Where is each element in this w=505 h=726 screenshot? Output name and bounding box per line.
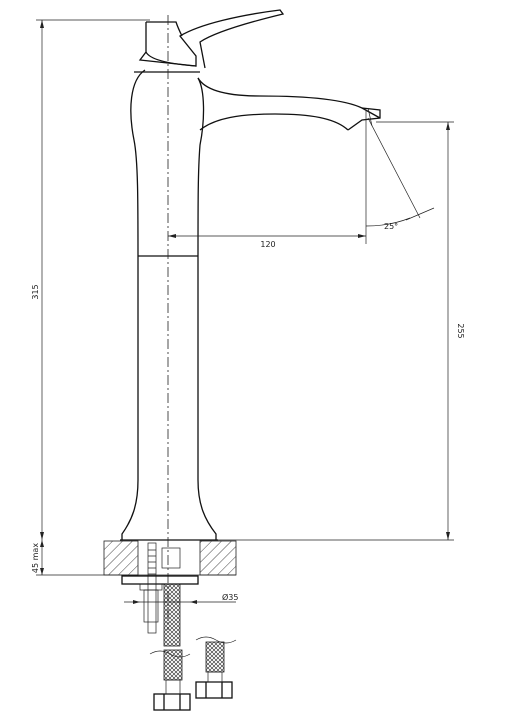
- dimension-spout-reach: 120: [168, 110, 367, 249]
- lever-handle: [138, 9, 285, 69]
- shank-diameter-label: Ø35: [222, 592, 238, 602]
- dimension-deck-thickness: 45 max: [31, 540, 104, 576]
- spout-reach-label: 120: [260, 240, 275, 249]
- deck-thickness-label: 45 max: [31, 543, 40, 573]
- dimension-spout-angle: 25°: [365, 117, 435, 231]
- faucet-body: [120, 69, 218, 541]
- spout: [197, 77, 381, 131]
- countertop-section: [103, 540, 237, 576]
- dimension-total-height: 315: [31, 19, 150, 540]
- mounting-hardware: [121, 542, 199, 647]
- spout-height-label: 255: [456, 323, 465, 338]
- spout-angle-label: 25°: [384, 222, 398, 231]
- dimension-spout-height: 255: [218, 121, 465, 541]
- flexible-hoses: [149, 636, 237, 711]
- total-height-label: 315: [31, 284, 40, 299]
- dimension-shank-diameter: Ø35: [124, 592, 238, 604]
